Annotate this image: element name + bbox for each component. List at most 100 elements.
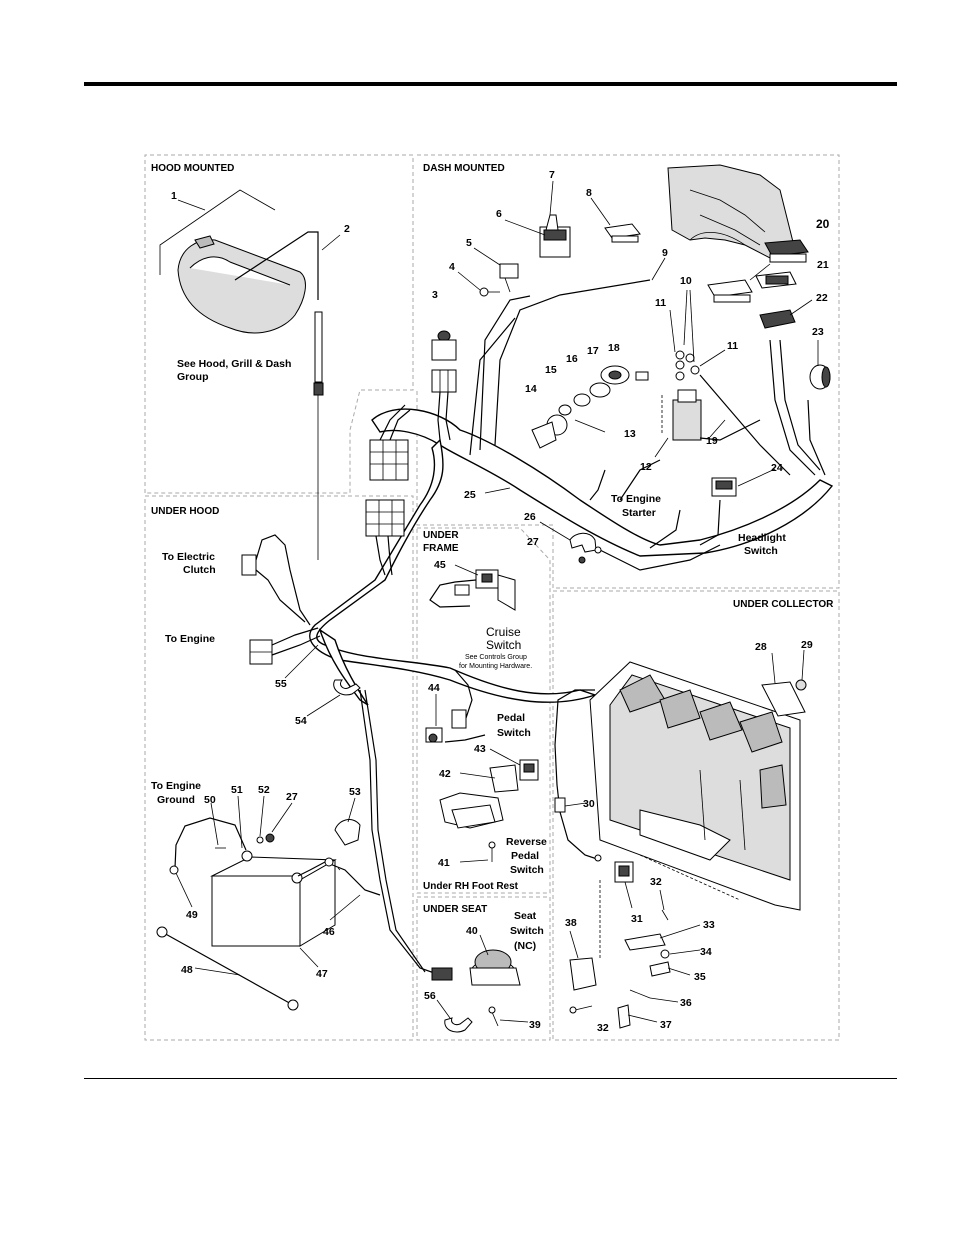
screw-part-4: [479, 287, 500, 297]
callout-49: 49: [186, 909, 198, 921]
section-title-hood-mounted: HOOD MOUNTED: [151, 163, 234, 174]
callout-32-lower: 32: [597, 1022, 609, 1034]
callout-43: 43: [474, 743, 486, 755]
headlight-housing-part: [159, 189, 306, 334]
note-pedal-switch-2: Switch: [497, 727, 531, 739]
battery-cable-ground: [169, 817, 275, 875]
switch-part-6: [539, 214, 571, 258]
callout-34: 34: [700, 946, 712, 958]
section-title-dash-mounted: DASH MOUNTED: [423, 163, 505, 174]
annotation-labels: See Hood, Grill & Dash Group To Engine S…: [151, 358, 786, 952]
switch-part-5: [499, 263, 519, 293]
screw-part-39: [488, 1006, 499, 1027]
callout-44: 44: [428, 682, 440, 694]
note-headlight-switch-1: Headlight: [738, 532, 786, 544]
note-pedal-switch-1: Pedal: [497, 712, 525, 724]
callout-32-upper: 32: [650, 876, 662, 888]
note-headlight-switch-2: Switch: [744, 545, 778, 557]
multi-pin-connector-upper: [369, 404, 411, 481]
hood-mounted-box: [144, 154, 414, 494]
callout-47: 47: [316, 968, 328, 980]
callout-17: 17: [587, 345, 599, 357]
seat-switch-part-40: [469, 949, 521, 986]
note-to-electric-clutch-1: To Electric: [162, 551, 215, 563]
footer-rule: [84, 1078, 897, 1079]
switch-cap-part-8: [604, 223, 641, 243]
note-to-engine-starter-1: To Engine: [611, 493, 661, 505]
note-reverse-pedal-switch-3: Switch: [510, 864, 544, 876]
callout-24: 24: [771, 462, 783, 474]
key-switch-part-3: [431, 330, 457, 441]
callout-22: 22: [816, 292, 828, 304]
callout-10: 10: [680, 275, 692, 287]
callout-53: 53: [349, 786, 361, 798]
headlight-wire-part: [234, 231, 324, 560]
under-seat-box: [416, 896, 551, 1041]
callout-50: 50: [204, 794, 216, 806]
callout-35: 35: [694, 971, 706, 983]
note-reverse-pedal-switch-1: Reverse: [506, 836, 547, 848]
collector-wire-part-30: [554, 689, 602, 862]
callout-48: 48: [181, 964, 193, 976]
callout-40: 40: [466, 925, 478, 937]
callout-55: 55: [275, 678, 287, 690]
callout-7: 7: [549, 169, 555, 181]
note-cruise-switch-1: Cruise: [486, 625, 521, 639]
switch-cap-part-21: [707, 271, 797, 303]
under-frame-box: [416, 527, 551, 894]
callout-31: 31: [631, 913, 643, 925]
callout-33: 33: [703, 919, 715, 931]
callout-28: 28: [755, 641, 767, 653]
callout-30: 30: [583, 798, 595, 810]
note-controls-ref-2: for Mounting Hardware.: [459, 663, 532, 670]
note-controls-ref-1: See Controls Group: [465, 654, 527, 661]
part-callouts: 1 2 3 4 5 6 7 8 9 10 11 11 12 13 14 15 1…: [171, 169, 830, 1034]
section-title-under-rh-foot-rest: Under RH Foot Rest: [423, 881, 519, 892]
callout-11-right: 11: [727, 340, 738, 352]
multi-pin-connector-lower: [365, 499, 405, 576]
battery-cable-positive: [297, 857, 381, 896]
callout-56: 56: [424, 990, 436, 1002]
clamp-part-56: [444, 1017, 473, 1033]
boot-part-53: [334, 819, 361, 846]
note-to-electric-clutch-2: Clutch: [183, 564, 216, 576]
solenoid-part-12: [661, 350, 702, 441]
callout-12: 12: [640, 461, 652, 473]
callout-6: 6: [496, 208, 502, 220]
callout-54: 54: [295, 715, 307, 727]
section-title-under-seat: UNDER SEAT: [423, 904, 487, 915]
callout-16: 16: [566, 353, 578, 365]
dash-mounted-box: [416, 154, 840, 589]
note-to-engine-starter-2: Starter: [622, 507, 656, 519]
plate-part-28: [761, 681, 806, 717]
dash-wires: [589, 339, 826, 571]
callout-14: 14: [525, 383, 537, 395]
callout-18: 18: [608, 342, 620, 354]
callout-38: 38: [565, 917, 577, 929]
note-seat-switch-2: Switch: [510, 925, 544, 937]
callout-26: 26: [524, 511, 536, 523]
callout-36: 36: [680, 997, 692, 1009]
callout-11-left: 11: [655, 297, 666, 309]
section-title-under-collector: UNDER COLLECTOR: [733, 599, 834, 610]
battery-part-47: [210, 850, 337, 947]
nut-part-27-dash: [578, 556, 586, 564]
note-to-engine: To Engine: [165, 633, 215, 645]
callout-2: 2: [344, 223, 350, 235]
note-to-engine-ground-1: To Engine: [151, 780, 201, 792]
note-seat-switch-3: (NC): [514, 940, 536, 952]
ignition-assembly-parts: [531, 365, 649, 449]
callout-1: 1: [171, 190, 177, 202]
latch-parts-32-37: [569, 909, 671, 1029]
callout-21: 21: [817, 259, 829, 271]
callout-37: 37: [660, 1019, 672, 1031]
note-hood-ref-1: See Hood, Grill & Dash: [177, 358, 291, 370]
callout-5: 5: [466, 237, 472, 249]
pedal-switch-part-44: [425, 669, 486, 743]
callout-29: 29: [801, 639, 813, 651]
leader-lines: [175, 180, 819, 1023]
header-rule: [84, 82, 897, 86]
collector-frame-part: [589, 661, 801, 911]
note-to-engine-ground-2: Ground: [157, 794, 195, 806]
